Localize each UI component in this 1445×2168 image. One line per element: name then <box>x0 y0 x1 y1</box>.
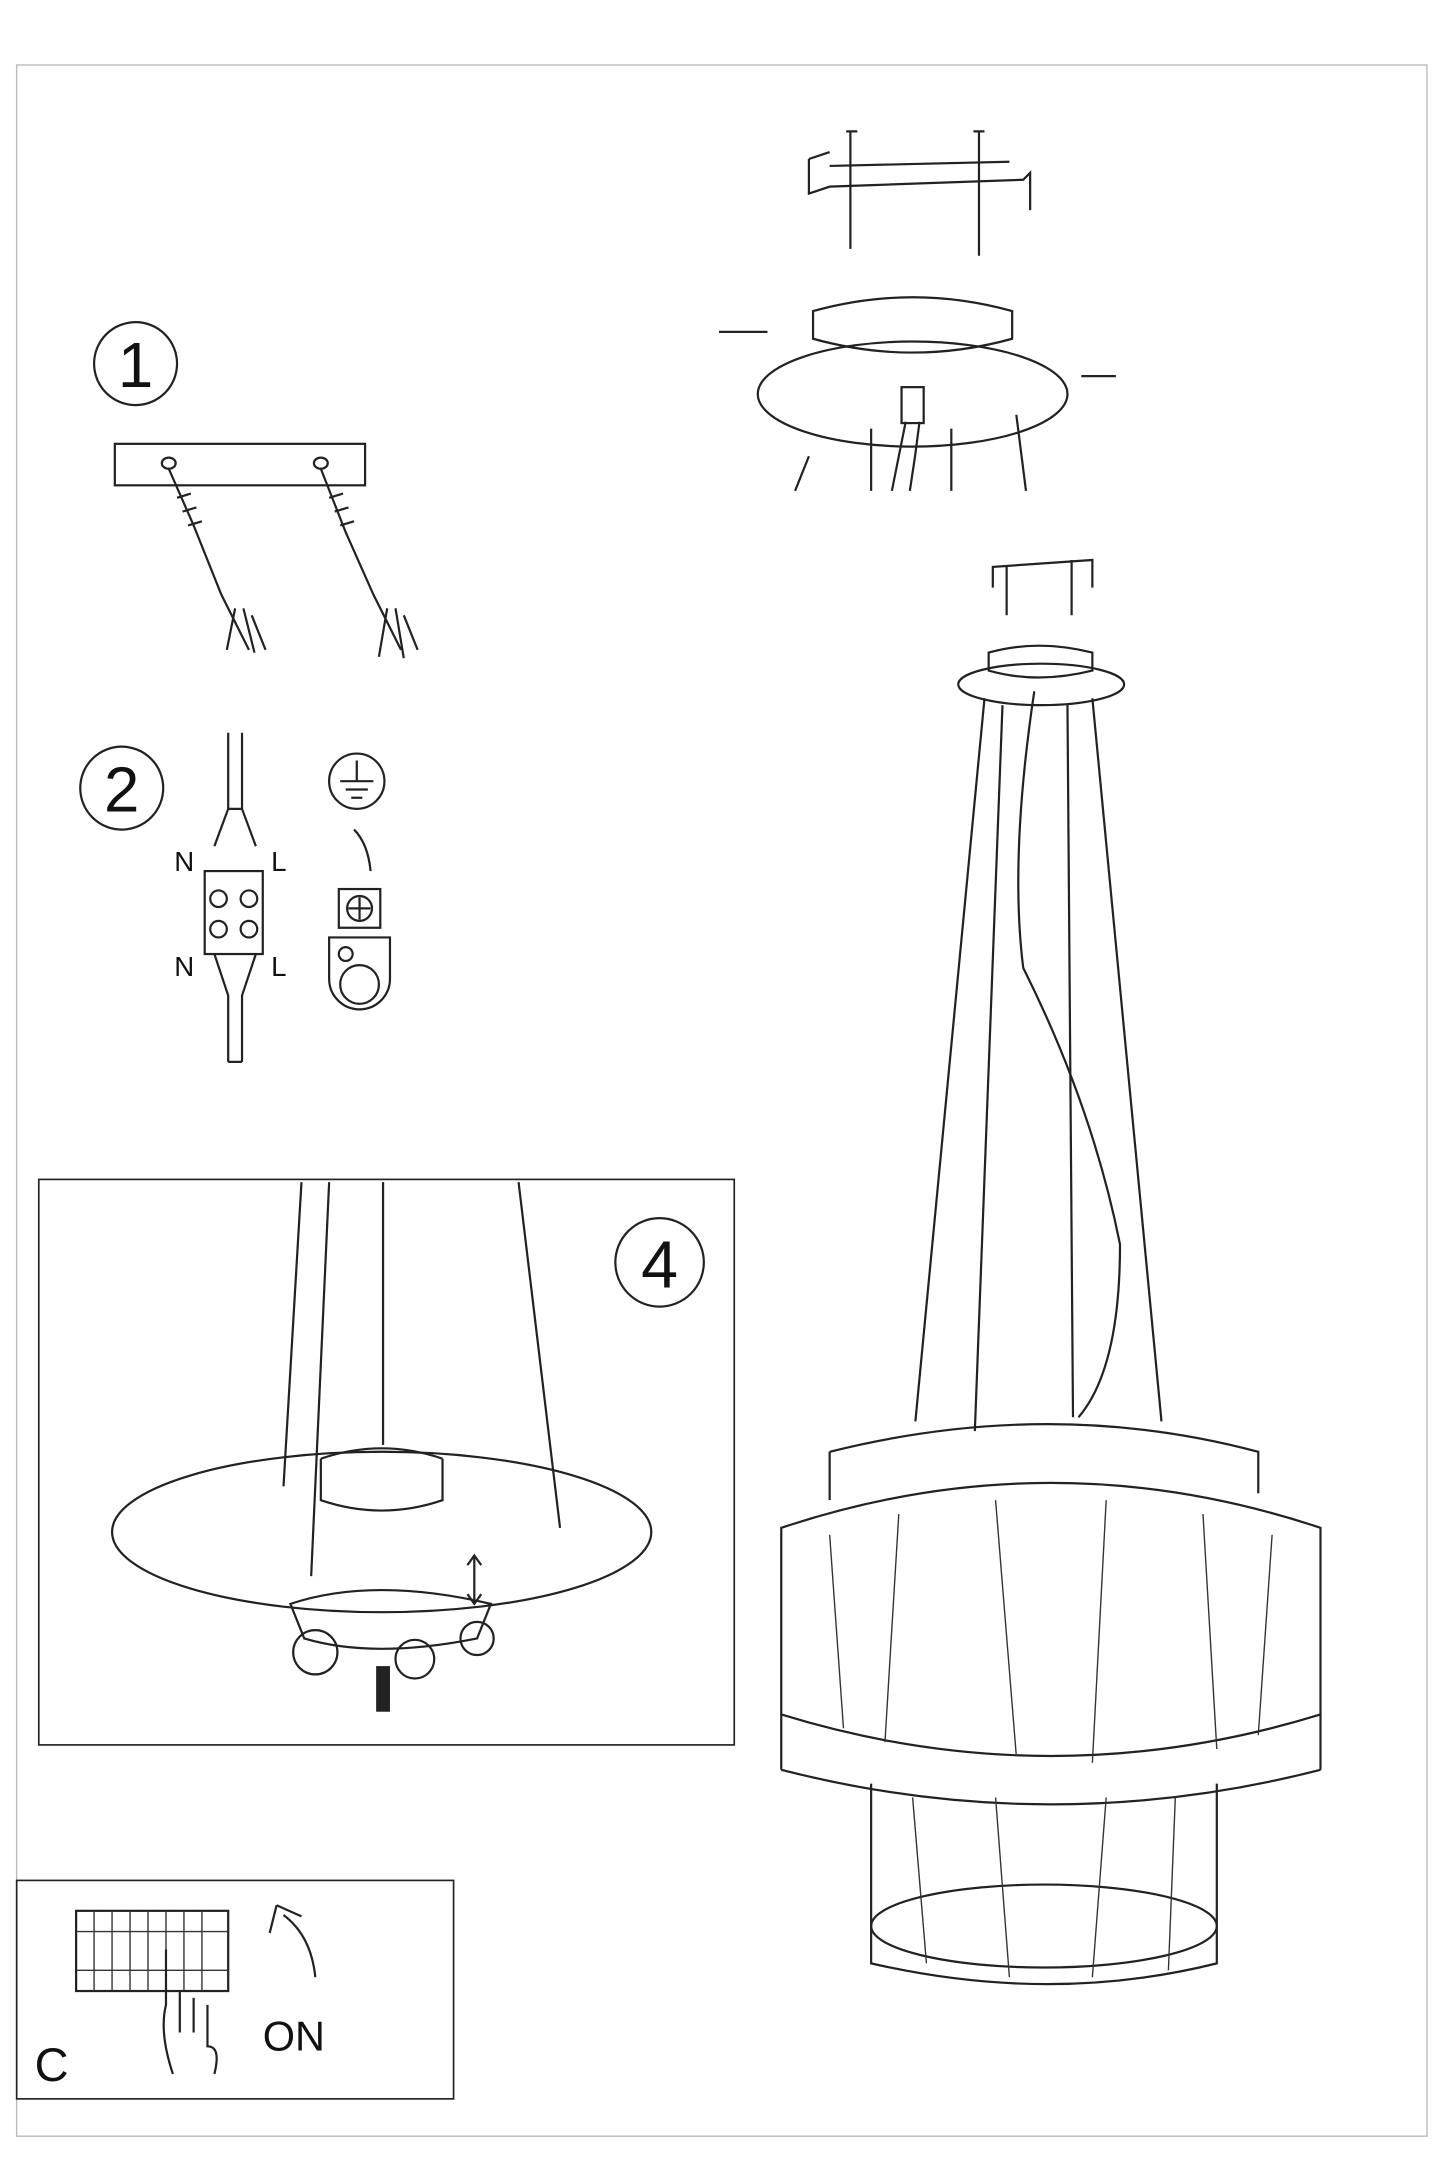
hand-icon <box>162 1949 218 2075</box>
step-1-badge <box>92 321 179 407</box>
circuit-breaker-icon <box>75 1909 230 1993</box>
label-neutral-bottom: N <box>174 951 194 982</box>
step-c-label: C <box>35 2038 69 2091</box>
step-4-panel: 4 <box>37 1178 736 1746</box>
wall-plug-screw-right <box>319 468 419 659</box>
lamp-cable <box>213 953 257 1063</box>
step-2-number: 2 <box>104 755 139 826</box>
step-4-number: 4 <box>641 1228 678 1302</box>
pendant-lamp <box>780 558 1322 1986</box>
ground-symbol-icon <box>328 752 386 810</box>
on-label: ON <box>263 2012 325 2059</box>
supply-cable <box>213 732 257 847</box>
page-frame <box>15 64 1428 2137</box>
ceiling-bar <box>113 442 367 487</box>
terminal-block <box>203 869 264 956</box>
step-c-panel: C ON <box>15 1879 455 2100</box>
label-live-bottom: L <box>271 951 286 982</box>
label-neutral-top: N <box>174 846 194 877</box>
switch-on-arrow-icon <box>268 1904 317 1978</box>
wall-plug-screw-left <box>167 468 267 653</box>
canopy-detail <box>719 130 1116 492</box>
label-live-top: L <box>271 846 286 877</box>
step-1-ceiling-mount: 1 <box>92 321 419 659</box>
step-1-number: 1 <box>118 330 153 401</box>
ground-terminal <box>328 887 392 1011</box>
step-2-wiring: 2 N L N L <box>79 732 392 1063</box>
ground-wire <box>353 828 372 872</box>
